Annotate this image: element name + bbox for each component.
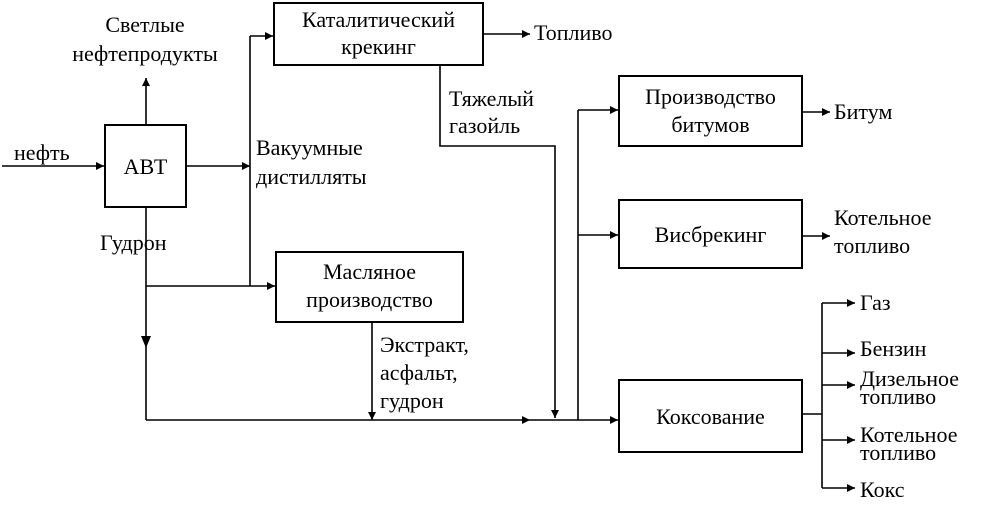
avt-label: АВТ	[124, 154, 168, 179]
oil-label: нефть	[14, 140, 70, 165]
diesel-label-line2: топливо	[860, 384, 936, 409]
fuel-label: Топливо	[534, 20, 613, 45]
extract-label-line2: асфальт,	[380, 360, 458, 385]
avt-box: АВТ	[104, 124, 187, 208]
boiler-fuel-label-line2: топливо	[834, 233, 910, 258]
coking-label: Коксование	[656, 404, 765, 429]
heavy-gasoil-label-line1: Тяжелый	[449, 86, 534, 111]
oil-production-box: Масляное производство	[275, 251, 464, 323]
visbreaking-box: Висбрекинг	[618, 199, 803, 269]
oil-production-label-line2: производство	[306, 287, 433, 312]
stream-labels: нефть Светлые нефтепродукты Вакуумные ди…	[14, 12, 932, 413]
coking-products: Газ Бензин Дизельное топливо Котельное т…	[860, 290, 959, 502]
tar-down-arrowhead	[141, 336, 151, 348]
bitumen-production-label-line1: Производство	[645, 84, 776, 109]
bitumen-production-box: Производство битумов	[618, 75, 803, 147]
boiler-fuel-coking-label-line2: топливо	[860, 440, 936, 465]
gas-label: Газ	[860, 290, 891, 315]
extract-label-line3: гудрон	[380, 388, 444, 413]
gasoline-label: Бензин	[860, 336, 927, 361]
bitumen-label: Битум	[834, 99, 892, 124]
coke-label: Кокс	[860, 477, 905, 502]
oil-production-label-line1: Масляное	[323, 259, 416, 284]
diesel-label-line1: Дизельное	[860, 366, 959, 391]
connectors	[2, 30, 855, 492]
cracking-label-line1: Каталитический	[302, 7, 455, 32]
bitumen-production-label-line2: битумов	[671, 112, 749, 137]
boiler-fuel-coking-label-line1: Котельное	[860, 422, 958, 447]
heavy-gasoil-label-line2: газойль	[449, 113, 520, 138]
boiler-fuel-label-line1: Котельное	[834, 205, 932, 230]
cracking-box: Каталитический крекинг	[273, 2, 484, 66]
tar-label: Гудрон	[100, 230, 167, 255]
cracking-label-line2: крекинг	[341, 34, 416, 59]
extract-label-line1: Экстракт,	[380, 332, 469, 357]
vacuum-distillates-label-line2: дистилляты	[256, 164, 367, 189]
visbreaking-label: Висбрекинг	[655, 222, 767, 247]
light-products-label-line1: Светлые	[105, 12, 184, 37]
vacuum-distillates-label-line1: Вакуумные	[256, 135, 363, 160]
heavy-gasoil-line	[439, 66, 559, 418]
coking-box: Коксование	[618, 379, 803, 453]
light-products-label-line2: нефтепродукты	[72, 41, 218, 66]
